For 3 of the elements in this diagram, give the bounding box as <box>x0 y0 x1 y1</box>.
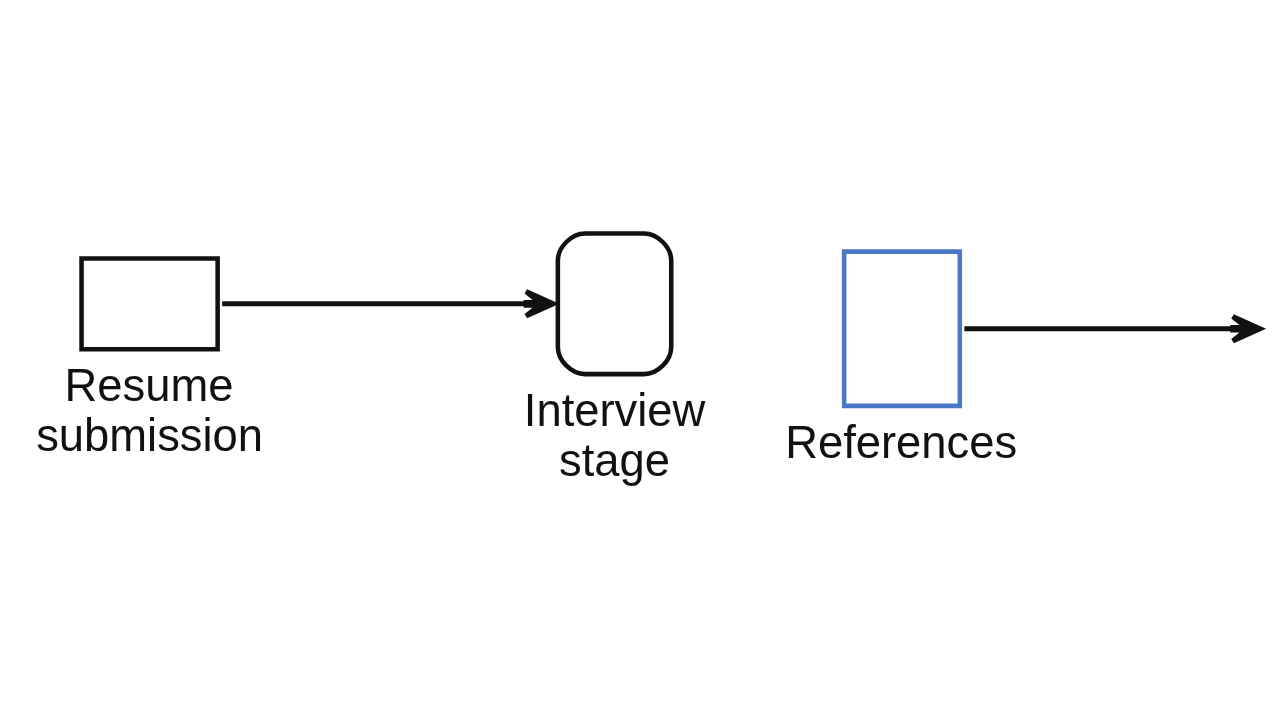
node-label: Resume submission <box>36 359 264 461</box>
node-label: Interview stage <box>523 384 706 486</box>
node-label: References <box>785 416 1018 468</box>
